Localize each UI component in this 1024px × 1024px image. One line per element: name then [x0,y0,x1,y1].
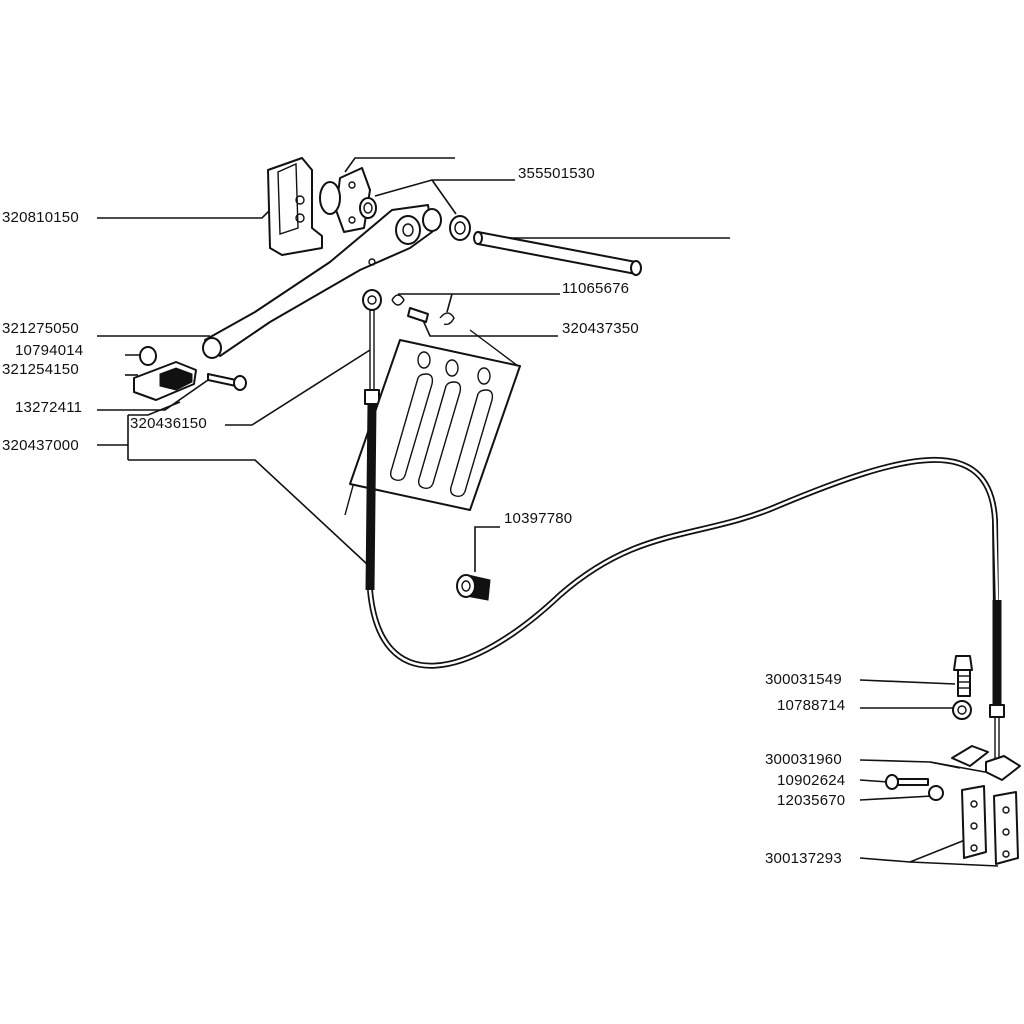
label-320437000: 320437000 [2,437,79,454]
rubber-pad [133,361,197,401]
clip-and-pin [391,294,455,326]
label-300137293: 300137293 [765,850,842,867]
washer [449,215,471,241]
pedal-lever [202,204,442,359]
label-321254150: 321254150 [2,361,79,378]
label-10397780: 10397780 [504,510,572,527]
mounting-bracket [267,157,323,256]
cable-sheath [365,403,1005,775]
flange-bushing [319,167,377,233]
label-321275050: 321275050 [2,320,79,337]
leader-lines [97,157,999,867]
label-320810150: 320810150 [2,209,79,226]
pedal-pad [349,339,521,511]
label-300031549: 300031549 [765,671,842,688]
label-320436150: 320436150 [130,415,207,432]
label-355501530: 355501530 [518,165,595,182]
bolt [953,655,973,697]
label-10794014: 10794014 [15,342,83,359]
end-cap [139,346,157,366]
label-11065676: 11065676 [562,280,629,297]
label-13272411: 13272411 [15,399,82,416]
part-labels: 355501530 320810150 11065676 320437350 3… [2,165,845,867]
cable-clevis [362,289,382,405]
grommet [456,574,491,601]
bolt-and-washer [885,774,944,801]
label-300031960: 300031960 [765,751,842,768]
screw [207,373,247,391]
label-10788714: 10788714 [777,697,845,714]
mounting-plates [961,785,1019,865]
nut [952,700,972,720]
label-10902624: 10902624 [777,772,845,789]
label-320437350: 320437350 [562,320,639,337]
cable-clamp [951,745,1021,781]
pivot-shaft [473,231,642,276]
label-12035670: 12035670 [777,792,845,809]
